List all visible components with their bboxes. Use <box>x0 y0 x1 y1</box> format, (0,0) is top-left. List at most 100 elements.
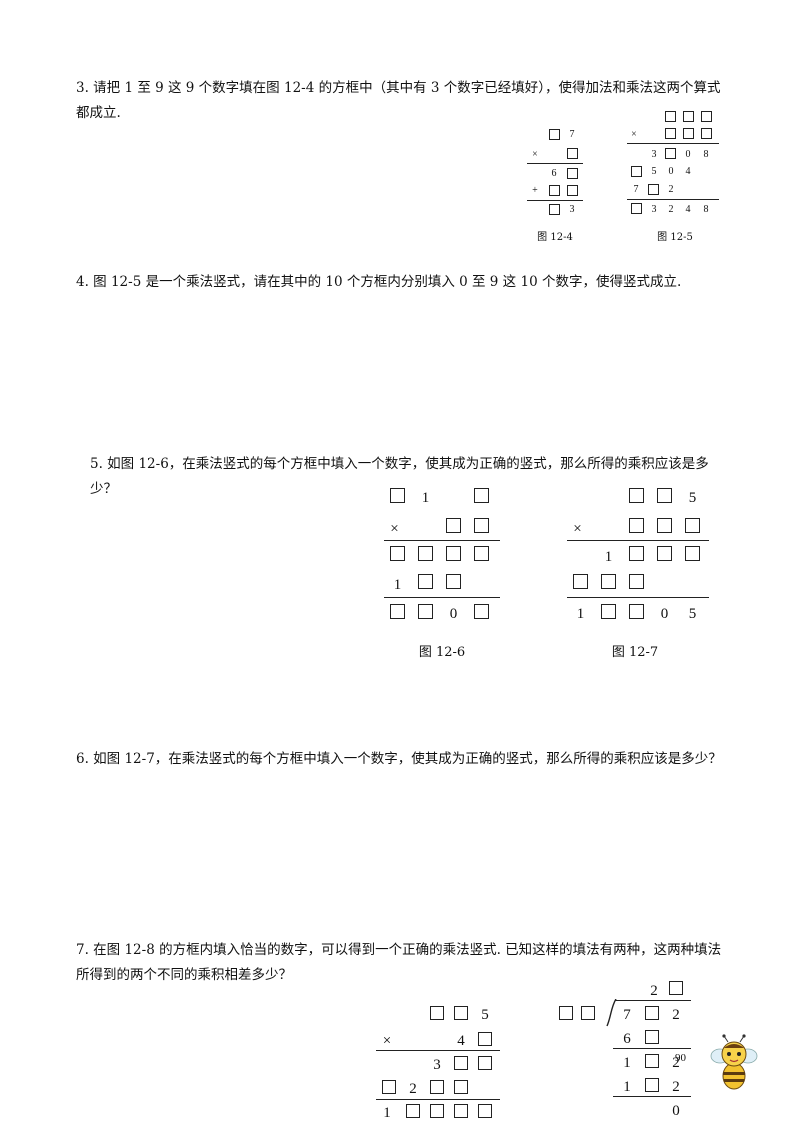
blank-box[interactable] <box>454 1006 468 1020</box>
digit: 2 <box>672 1007 680 1023</box>
digit: 8 <box>703 204 709 215</box>
blank-box[interactable] <box>665 128 676 139</box>
blank-box[interactable] <box>478 1056 492 1070</box>
blank-box[interactable] <box>382 1080 396 1094</box>
rule-line <box>567 597 709 599</box>
blank-box[interactable] <box>474 518 489 533</box>
problem-6-text: 6. 如图 12-7，在乘法竖式的每个方框中填入一个数字，使其成为正确的竖式，那… <box>76 751 722 767</box>
blank-box[interactable] <box>418 604 433 619</box>
blank-box[interactable] <box>446 518 461 533</box>
blank-box[interactable] <box>567 168 578 179</box>
digit: 5 <box>481 1007 489 1023</box>
blank-box[interactable] <box>665 111 676 122</box>
blank-box[interactable] <box>430 1104 444 1118</box>
blank-box[interactable] <box>454 1080 468 1094</box>
digit: 0 <box>668 166 674 177</box>
digit: 1 <box>576 606 585 622</box>
blank-box[interactable] <box>567 148 578 159</box>
blank-box[interactable] <box>701 111 712 122</box>
blank-box[interactable] <box>669 981 683 995</box>
blank-box[interactable] <box>629 488 644 503</box>
problem-3-text: 3. 请把 1 至 9 这 9 个数字填在图 12-4 的方框中（其中有 3 个… <box>76 80 721 121</box>
blank-box[interactable] <box>549 204 560 215</box>
blank-box[interactable] <box>474 546 489 561</box>
blank-box[interactable] <box>683 111 694 122</box>
blank-box[interactable] <box>418 546 433 561</box>
blank-box[interactable] <box>390 488 405 503</box>
blank-box[interactable] <box>629 604 644 619</box>
long-division-figure: 2 7 2 6 1 2 1 2 0 <box>555 976 695 1126</box>
blank-box[interactable] <box>657 488 672 503</box>
digit: 2 <box>672 1055 680 1071</box>
blank-box[interactable] <box>430 1006 444 1020</box>
digit: 3 <box>651 204 657 215</box>
blank-box[interactable] <box>631 203 642 214</box>
digit: 3 <box>569 204 575 215</box>
blank-box[interactable] <box>648 184 659 195</box>
blank-box[interactable] <box>474 488 489 503</box>
blank-box[interactable] <box>657 546 672 561</box>
rule-line <box>384 540 500 542</box>
rule-line <box>567 540 709 542</box>
blank-box[interactable] <box>601 574 616 589</box>
figure-caption: 图 12-5 <box>657 232 693 243</box>
digit: 5 <box>651 166 657 177</box>
blank-box[interactable] <box>581 1006 595 1020</box>
blank-box[interactable] <box>446 574 461 589</box>
blank-box[interactable] <box>657 518 672 533</box>
digit: 0 <box>685 149 691 160</box>
blank-box[interactable] <box>549 185 560 196</box>
blank-box[interactable] <box>430 1080 444 1094</box>
digit: 0 <box>660 606 669 622</box>
blank-box[interactable] <box>645 1030 659 1044</box>
blank-box[interactable] <box>629 574 644 589</box>
blank-box[interactable] <box>559 1006 573 1020</box>
problem-5-text: 5. 如图 12-6，在乘法竖式的每个方框中填入一个数字，使其成为正确的竖式，那… <box>90 456 709 497</box>
digit: 2 <box>668 184 674 195</box>
division-bar <box>615 1000 691 1002</box>
figure-12-8: 5 × 4 3 2 1 <box>374 1002 504 1130</box>
blank-box[interactable] <box>631 166 642 177</box>
blank-box[interactable] <box>567 185 578 196</box>
blank-box[interactable] <box>478 1104 492 1118</box>
blank-box[interactable] <box>406 1104 420 1118</box>
rule-line <box>627 199 719 200</box>
blank-box[interactable] <box>685 518 700 533</box>
digit: 1 <box>383 1105 391 1121</box>
blank-box[interactable] <box>629 546 644 561</box>
blank-box[interactable] <box>446 546 461 561</box>
problem-7-text: 7. 在图 12-8 的方框内填入恰当的数字，可以得到一个正确的乘法竖式. 已知… <box>76 942 722 983</box>
digit: 7 <box>623 1007 631 1023</box>
blank-box[interactable] <box>390 546 405 561</box>
blank-box[interactable] <box>478 1032 492 1046</box>
digit: 0 <box>449 606 458 622</box>
blank-box[interactable] <box>573 574 588 589</box>
blank-box[interactable] <box>601 604 616 619</box>
rule-line <box>527 200 583 201</box>
figure-caption: 图 12-7 <box>611 645 659 660</box>
division-bracket <box>606 999 617 1027</box>
blank-box[interactable] <box>645 1006 659 1020</box>
rule-line <box>384 597 500 599</box>
figure-caption: 图 12-4 <box>537 232 573 243</box>
blank-box[interactable] <box>645 1054 659 1068</box>
blank-box[interactable] <box>645 1078 659 1092</box>
blank-box[interactable] <box>418 574 433 589</box>
blank-box[interactable] <box>474 604 489 619</box>
blank-box[interactable] <box>454 1056 468 1070</box>
digit: 5 <box>688 606 697 622</box>
blank-box[interactable] <box>454 1104 468 1118</box>
digit: 6 <box>551 168 557 179</box>
rule-line <box>627 143 719 144</box>
rule-line <box>613 1048 691 1050</box>
blank-box[interactable] <box>390 604 405 619</box>
blank-box[interactable] <box>683 128 694 139</box>
blank-box[interactable] <box>685 546 700 561</box>
digit: 1 <box>623 1055 631 1071</box>
digit: 1 <box>623 1079 631 1095</box>
blank-box[interactable] <box>549 129 560 140</box>
blank-box[interactable] <box>665 148 676 159</box>
blank-box[interactable] <box>701 128 712 139</box>
blank-box[interactable] <box>629 518 644 533</box>
digit: 7 <box>569 129 575 140</box>
